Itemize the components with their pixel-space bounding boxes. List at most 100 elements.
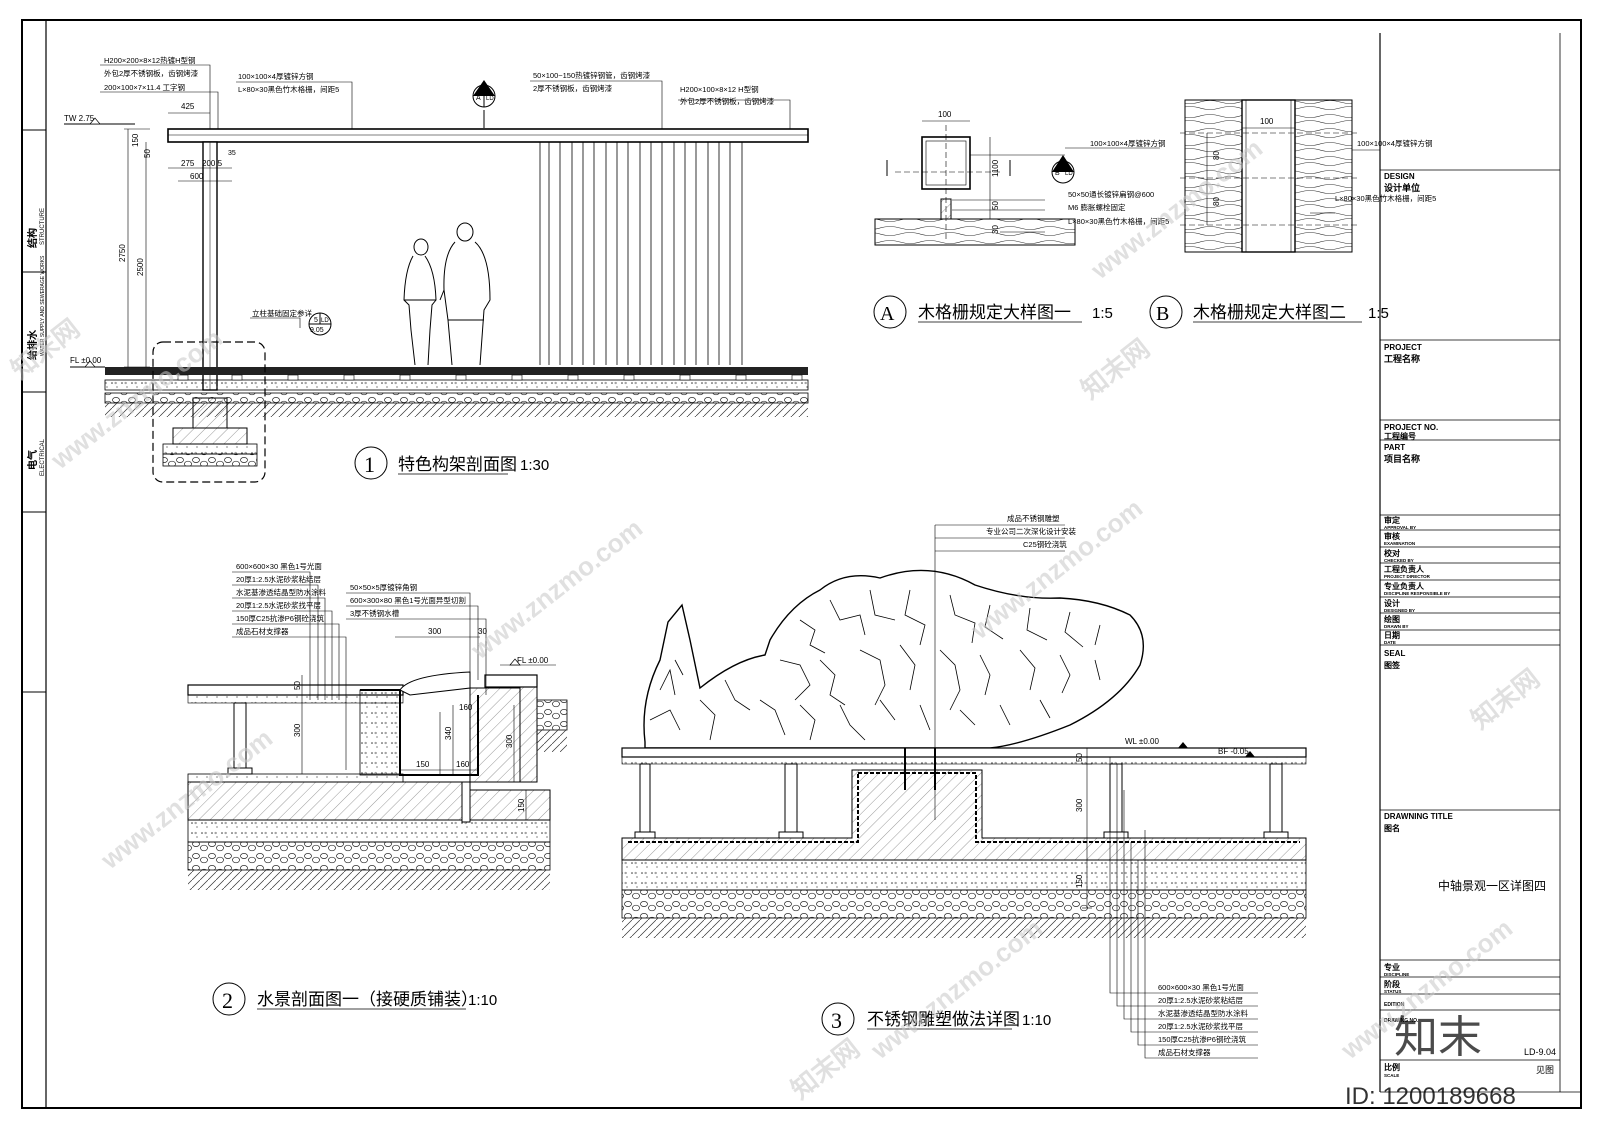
d2-layer-4: 150厚C25抗渗P6钢砼浇筑 (236, 613, 324, 623)
svg-text:PROJECT: PROJECT (1384, 343, 1422, 352)
svg-text:DRAWNING TITLE: DRAWNING TITLE (1384, 812, 1454, 821)
d1-dim-425: 425 (181, 102, 195, 111)
svg-text:300: 300 (505, 734, 514, 748)
svg-text:100: 100 (938, 110, 952, 119)
svg-text:PART: PART (1384, 443, 1405, 452)
detail-2-water-section: 600×600×30 黑色1号光面 20厚1:2.5水泥砂浆粘结层 水泥基渗透结… (187, 561, 568, 1016)
svg-text:B: B (1156, 303, 1169, 325)
sheet-number: LD-9.04 (1524, 1047, 1556, 1057)
svg-text:EXAMINATION: EXAMINATION (1384, 541, 1415, 546)
svg-text:SCALE: SCALE (1384, 1073, 1399, 1078)
strip-structure-en: STRUCTURE (40, 208, 46, 245)
svg-text:30: 30 (991, 225, 1000, 234)
svg-text:A: A (880, 303, 895, 325)
svg-text:校对: 校对 (1384, 548, 1400, 558)
d1-dim-2500: 2500 (136, 258, 145, 276)
d2-layer-5: 成品石材支撑器 (236, 626, 289, 636)
d1-annot-foundation: 立柱基础固定参详 (252, 308, 312, 318)
svg-text:DESIGN: DESIGN (1384, 172, 1415, 181)
da-title: 木格栅规定大样图一 (918, 303, 1071, 322)
detail-a-grille-1: 100 1100 50 30 100×100×4厚镀锌方钢 50×50通长镀锌扁… (873, 110, 1169, 329)
svg-text:图签: 图签 (1384, 660, 1401, 670)
d3-layer-3: 20厚1:2.5水泥砂浆找平层 (1158, 1021, 1244, 1031)
d2-level-fl: FL ±0.00 (509, 656, 549, 666)
svg-text:工程名称: 工程名称 (1384, 353, 1420, 364)
d1-dim-275: 275 (181, 159, 195, 168)
svg-text:BF -0.05: BF -0.05 (1218, 747, 1249, 756)
people-figures (403, 222, 491, 366)
svg-text:图名: 图名 (1384, 823, 1400, 833)
svg-text:SEAL: SEAL (1384, 649, 1405, 658)
d1-annot-hbeam-1: H200×200×8×12热镀H型钢 (104, 55, 196, 65)
svg-text:DATE: DATE (1384, 640, 1396, 645)
svg-text:阶段: 阶段 (1384, 979, 1400, 989)
svg-text:DISCIPLINE: DISCIPLINE (1384, 972, 1409, 977)
strip-electrical-en: ELECTRICAL (40, 438, 46, 476)
svg-text:www.znzmo.com: www.znzmo.com (464, 513, 648, 666)
da-scale: 1:5 (1092, 305, 1113, 322)
d3-layer-4: 150厚C25抗渗P6钢砼浇筑 (1158, 1034, 1246, 1044)
da-callout-b: B LD (1051, 155, 1075, 184)
sheet-border (21, 19, 1582, 1109)
detail-b-grille-2: 100 80 80 100×100×4厚镀锌方钢 L×80×30黑色竹木格栅，间… (1149, 99, 1436, 329)
d1-annot-hbeam-2: 外包2厚不锈钢板，齿钢烤漆 (104, 68, 199, 78)
d3-layer-2: 水泥基渗透结晶型防水涂料 (1158, 1008, 1248, 1018)
d3-scale: 1:10 (1022, 1012, 1051, 1029)
svg-text:专业: 专业 (1384, 962, 1400, 972)
svg-text:DISCIPLINE RESPONSIBLE BY: DISCIPLINE RESPONSIBLE BY (1384, 591, 1450, 596)
d3-layer-0: 600×600×30 黑色1号光面 (1158, 982, 1244, 992)
svg-text:CHECKED BY: CHECKED BY (1384, 558, 1414, 563)
d1-dim-50: 50 (143, 149, 152, 158)
svg-text:150: 150 (1075, 874, 1084, 888)
db-annot-tube: 100×100×4厚镀锌方钢 (1357, 138, 1432, 148)
fish-scales (649, 589, 1101, 741)
db-scale: 1:5 (1368, 305, 1389, 322)
svg-text:LD: LD (1065, 171, 1073, 177)
d1-level-fl: FL ±0.00 (70, 356, 105, 368)
svg-text:知末网: 知末网 (785, 1033, 865, 1105)
svg-text:专业负责人: 专业负责人 (1384, 581, 1425, 591)
d3-title: 不锈钢雕塑做法详图 (867, 1010, 1020, 1029)
svg-text:审定: 审定 (1384, 515, 1400, 525)
svg-text:设计单位: 设计单位 (1384, 182, 1420, 193)
da-annot-m6: M6 膨胀螺栓固定 (1068, 202, 1126, 212)
da-annot-bamboo: L×80×30黑色竹木格栅，间距5 (1068, 216, 1169, 226)
d2-annot-cap: 600×300×80 黑色1号光面异型切割 (350, 595, 466, 605)
svg-text:PROJECT DIRECTOR: PROJECT DIRECTOR (1384, 574, 1431, 579)
d1-annot-rect-2: 2厚不锈钢板，齿钢烤漆 (533, 83, 613, 93)
d1-title: 特色构架剖面图 (398, 455, 517, 474)
svg-text:知末网: 知末网 (1465, 663, 1545, 735)
svg-text:知末网: 知末网 (1075, 333, 1155, 405)
svg-text:300: 300 (293, 723, 302, 737)
svg-text:2: 2 (222, 988, 233, 1013)
svg-text:STATUS: STATUS (1384, 989, 1401, 994)
svg-text:TW 2.75: TW 2.75 (64, 114, 95, 123)
svg-text:1100: 1100 (991, 159, 1000, 177)
svg-text:DRAWING NO.: DRAWING NO. (1384, 1018, 1419, 1024)
svg-text:150: 150 (416, 760, 430, 769)
d3-top-annot-1: 专业公司二次深化设计安装 (986, 526, 1076, 536)
svg-text:50: 50 (293, 681, 302, 690)
d3-top-annot-2: C25钢砼浇筑 (1023, 539, 1067, 549)
svg-text:APPROVAL BY: APPROVAL BY (1384, 525, 1416, 530)
svg-text:DESIGNED BY: DESIGNED BY (1384, 608, 1415, 613)
strip-structure-cn: 结构 (26, 228, 39, 248)
svg-text:B: B (1055, 170, 1060, 177)
svg-text:项目名称: 项目名称 (1384, 453, 1420, 464)
svg-text:300: 300 (428, 627, 442, 636)
svg-text:PROJECT NO.: PROJECT NO. (1384, 423, 1438, 432)
d2-layer-1: 20厚1:2.5水泥砂浆粘结层 (236, 574, 322, 584)
vertical-bamboo-slats (539, 142, 743, 365)
strip-electrical-cn: 电气 (26, 450, 39, 470)
d2-layer-2: 水泥基渗透结晶型防水涂料 (236, 587, 326, 597)
svg-text:3: 3 (831, 1008, 842, 1033)
d3-top-annot-0: 成品不锈钢雕塑 (1007, 513, 1060, 523)
db-annot-bamboo: L×80×30黑色竹木格栅，间距5 (1335, 193, 1436, 203)
svg-text:审核: 审核 (1384, 531, 1400, 541)
svg-text:比例: 比例 (1384, 1062, 1400, 1072)
svg-text:80: 80 (1212, 151, 1221, 160)
svg-text:日期: 日期 (1384, 630, 1400, 640)
detail-1-pergola-section: H200×200×8×12热镀H型钢 外包2厚不锈钢板，齿钢烤漆 200×100… (64, 55, 809, 483)
svg-text:WL ±0.00: WL ±0.00 (1125, 737, 1159, 746)
